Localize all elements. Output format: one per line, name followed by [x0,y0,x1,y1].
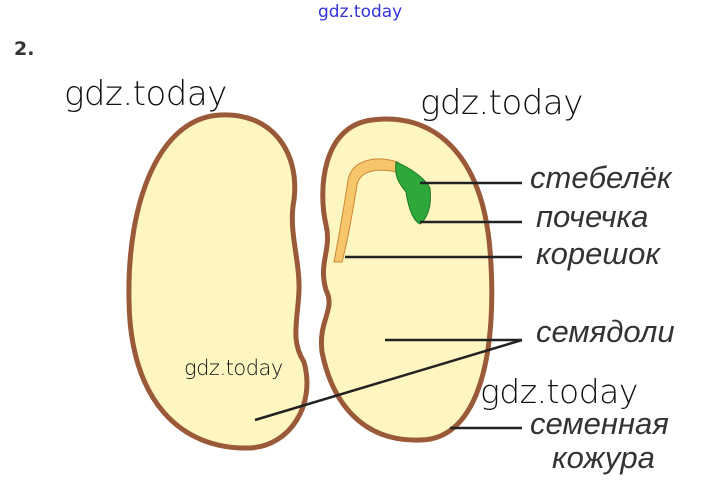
label-bud: почечка [536,199,649,234]
label-cotyledons: семядоли [536,314,675,349]
top-watermark: gdz.today [318,2,403,22]
plumule [395,161,431,225]
cotyledon-leader-left [254,338,523,422]
label-stem: стебелёк [530,160,672,195]
leader-lines [254,181,523,430]
label-seed-coat-2: кожура [552,440,655,475]
watermark: gdz.today [64,74,227,114]
radicle [333,158,399,263]
label-root: корешок [536,236,660,271]
left-cotyledon [126,112,310,451]
watermark: gdz.today [184,356,283,380]
watermark: gdz.today [480,372,638,411]
label-seed-coat-1: семенная [530,406,669,441]
task-number: 2. [14,38,35,60]
watermark: gdz.today [420,83,583,123]
